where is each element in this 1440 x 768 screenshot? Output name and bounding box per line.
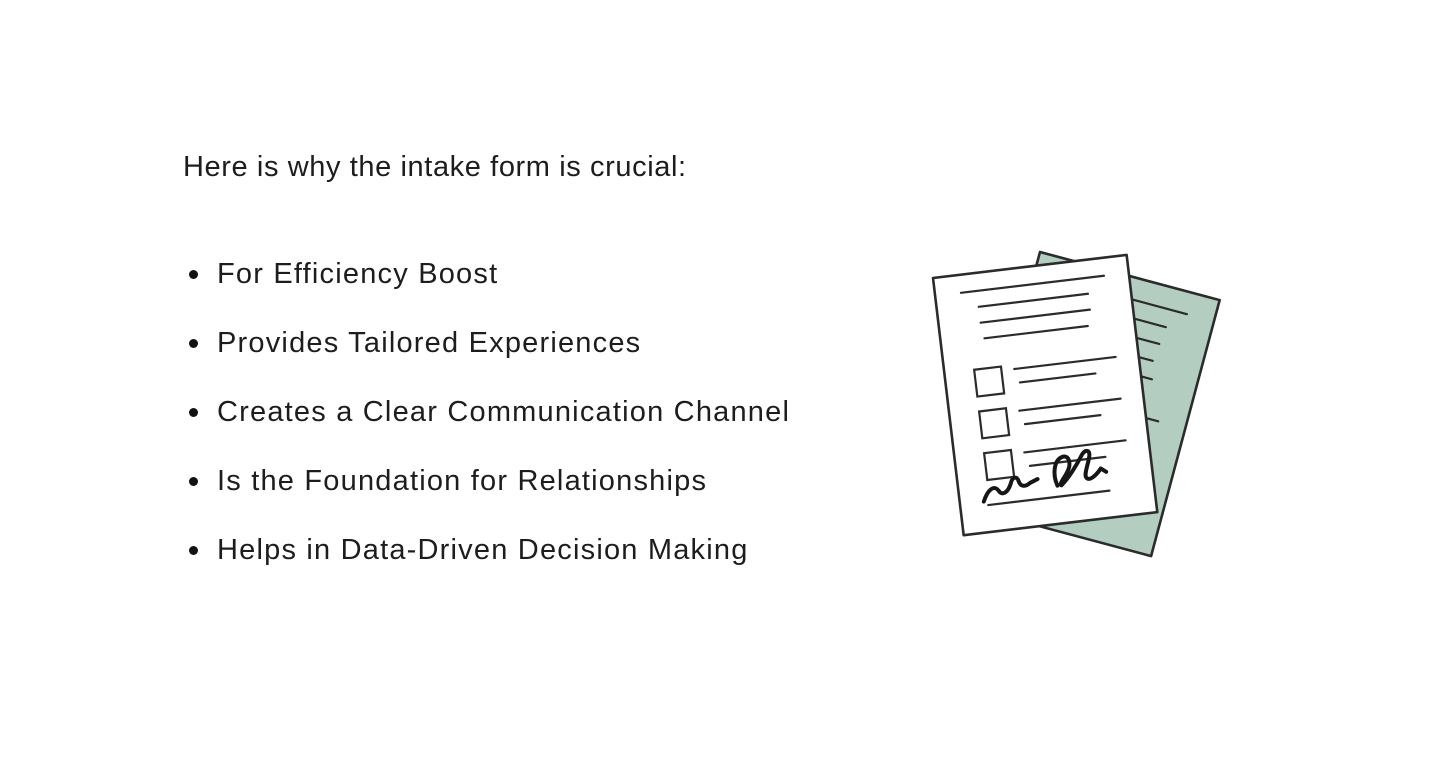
front-paper xyxy=(931,253,1159,537)
form-checklist xyxy=(972,355,1127,482)
benefits-list: For Efficiency Boost Provides Tailored E… xyxy=(189,258,790,603)
front-paper-sheet xyxy=(931,253,1159,537)
checkbox-icon xyxy=(977,407,1011,440)
intake-form-papers-illustration xyxy=(931,250,1221,558)
checkbox-icon xyxy=(972,365,1006,398)
signature-line xyxy=(987,489,1111,507)
page-title: Here is why the intake form is crucial: xyxy=(183,151,687,183)
list-item: Helps in Data-Driven Decision Making xyxy=(189,534,790,567)
bullet-dot-icon xyxy=(189,270,198,279)
bullet-dot-icon xyxy=(189,408,198,417)
checkbox-icon xyxy=(982,448,1016,482)
signature-scribble xyxy=(981,448,1111,507)
list-item-label: Helps in Data-Driven Decision Making xyxy=(217,534,749,566)
list-item: Provides Tailored Experiences xyxy=(189,327,790,360)
list-item: Is the Foundation for Relationships xyxy=(189,465,790,498)
list-item-label: Is the Foundation for Relationships xyxy=(217,465,708,497)
bullet-dot-icon xyxy=(189,339,198,348)
form-header-lines xyxy=(959,274,1106,340)
list-item: Creates a Clear Communication Channel xyxy=(189,396,790,429)
list-item-label: For Efficiency Boost xyxy=(217,258,499,290)
list-item-label: Provides Tailored Experiences xyxy=(217,327,642,359)
list-item-label: Creates a Clear Communication Channel xyxy=(217,396,791,428)
bullet-dot-icon xyxy=(189,546,198,555)
list-item: For Efficiency Boost xyxy=(189,258,790,291)
bullet-dot-icon xyxy=(189,477,198,486)
